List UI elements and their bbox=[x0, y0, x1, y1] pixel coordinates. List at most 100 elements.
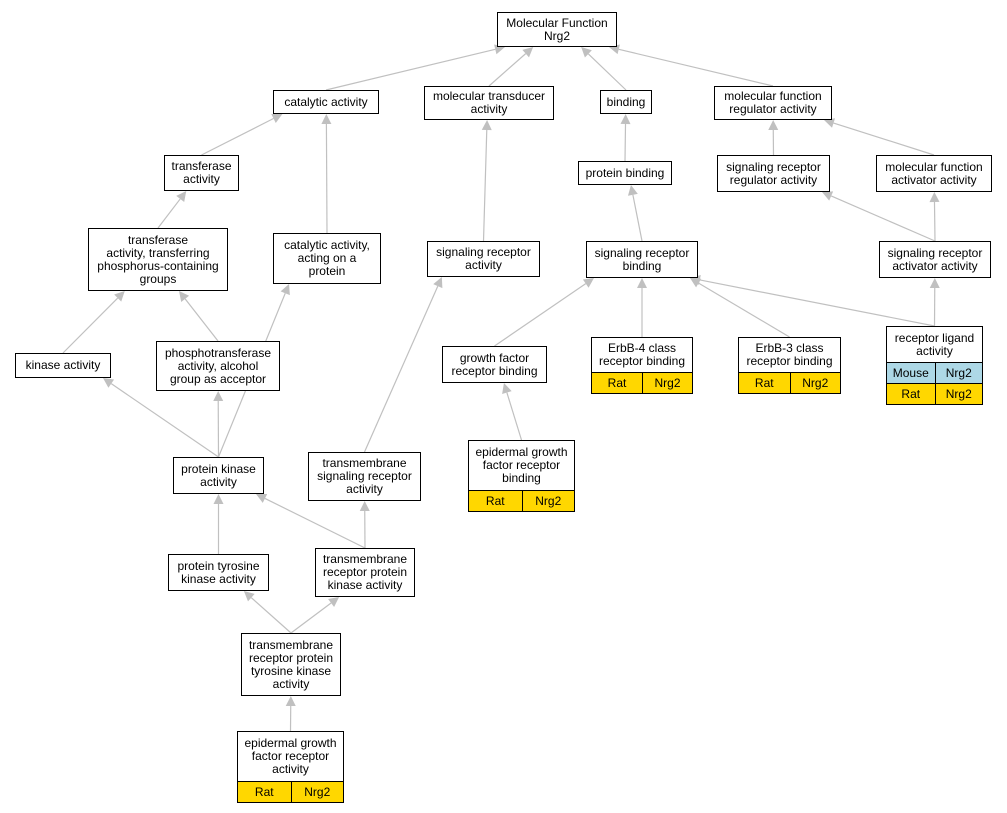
arrowhead-icon bbox=[103, 378, 115, 388]
edge-catalytic-to-mf bbox=[325, 48, 496, 91]
annotation-species[interactable]: Rat bbox=[739, 373, 790, 393]
go-term-transducer[interactable]: molecular transducer activity bbox=[424, 86, 554, 120]
go-term-ptk[interactable]: protein tyrosine kinase activity bbox=[168, 554, 269, 591]
edge-catalytic-protein-to-catalytic bbox=[325, 123, 328, 234]
go-term-protein-kinase[interactable]: protein kinase activity bbox=[173, 457, 264, 494]
edge-protein-binding-to-binding bbox=[624, 123, 627, 162]
annotation-species[interactable]: Mouse bbox=[887, 363, 935, 383]
go-term-kinase[interactable]: kinase activity bbox=[15, 353, 111, 378]
arrowhead-icon bbox=[824, 118, 836, 128]
edge-sr-activator-to-sr-regulator bbox=[830, 195, 936, 242]
arrowhead-icon bbox=[328, 597, 340, 607]
go-term-label: protein kinase activity bbox=[181, 461, 256, 489]
annotation-gene[interactable]: Nrg2 bbox=[789, 373, 840, 393]
go-term-catalytic-protein[interactable]: catalytic activity, acting on a protein bbox=[273, 233, 381, 284]
go-term-label: transferase activity, transferring phosp… bbox=[97, 232, 219, 286]
arrowhead-icon bbox=[637, 278, 647, 288]
edge-sr-binding-to-protein-binding bbox=[632, 194, 643, 242]
go-term-egf-binding[interactable]: epidermal growth factor receptor binding… bbox=[468, 440, 575, 512]
go-term-label: epidermal growth factor receptor activit… bbox=[244, 736, 337, 776]
edge-tm-rpk-to-protein-kinase bbox=[264, 497, 366, 549]
go-term-label: ErbB-3 class receptor binding bbox=[746, 341, 833, 368]
edge-ligand-to-sr-binding bbox=[699, 279, 935, 327]
go-term-regulator[interactable]: molecular function regulator activity bbox=[714, 86, 832, 120]
arrowhead-icon bbox=[280, 284, 290, 296]
go-term-label: transmembrane receptor protein kinase ac… bbox=[322, 552, 408, 592]
go-term-label: signaling receptor binding bbox=[594, 245, 690, 273]
annotation-species[interactable]: Rat bbox=[887, 384, 935, 404]
go-term-label: molecular transducer activity bbox=[432, 89, 546, 116]
go-term-sr-activity[interactable]: signaling receptor activity bbox=[427, 241, 540, 277]
go-term-mf-activator[interactable]: molecular function activator activity bbox=[876, 155, 992, 192]
go-term-label: signaling receptor regulator activity bbox=[726, 159, 821, 187]
annotation-gene[interactable]: Nrg2 bbox=[934, 384, 982, 404]
annotation-species[interactable]: Rat bbox=[238, 782, 291, 802]
go-term-label: protein binding bbox=[585, 165, 665, 180]
annotation-gene[interactable]: Nrg2 bbox=[934, 363, 982, 383]
arrowhead-icon bbox=[114, 291, 125, 302]
arrowhead-icon bbox=[522, 47, 534, 58]
go-term-protein-binding[interactable]: protein binding bbox=[578, 161, 672, 185]
go-term-tm-rpk[interactable]: transmembrane receptor protein kinase ac… bbox=[315, 548, 415, 597]
go-term-label: receptor ligand activity bbox=[894, 330, 975, 358]
arrowhead-icon bbox=[582, 278, 594, 288]
edge-tm-rptk-to-ptk bbox=[250, 597, 292, 634]
annotation-gene[interactable]: Nrg2 bbox=[642, 373, 692, 393]
go-term-transferase-phospho[interactable]: transferase activity, transferring phosp… bbox=[88, 228, 228, 291]
annotation-gene[interactable]: Nrg2 bbox=[290, 782, 343, 802]
edge-kinase-to-transferase-phospho bbox=[62, 297, 119, 354]
annotation-gene[interactable]: Nrg2 bbox=[521, 491, 574, 511]
go-term-label: binding bbox=[606, 94, 646, 109]
arrowhead-icon bbox=[929, 278, 940, 289]
arrowhead-icon bbox=[213, 391, 224, 402]
go-term-binding[interactable]: binding bbox=[600, 90, 652, 114]
annotation-species[interactable]: Rat bbox=[592, 373, 642, 393]
edge-sr-activator-to-mf-activator bbox=[933, 201, 936, 242]
edge-transferase-to-catalytic bbox=[201, 117, 274, 156]
go-term-label: molecular function activator activity bbox=[885, 159, 983, 187]
edge-gf-binding-to-sr-binding bbox=[494, 283, 587, 347]
go-term-mf[interactable]: Molecular Function Nrg2 bbox=[497, 12, 617, 47]
go-term-phosphotransferase[interactable]: phosphotransferase activity, alcohol gro… bbox=[156, 341, 280, 391]
go-term-label: protein tyrosine kinase activity bbox=[177, 558, 260, 586]
go-term-label: signaling receptor activator activity bbox=[887, 245, 983, 273]
go-term-tm-rptk[interactable]: transmembrane receptor protein tyrosine … bbox=[241, 633, 341, 696]
go-term-catalytic[interactable]: catalytic activity bbox=[273, 90, 379, 114]
edge-binding-to-mf bbox=[587, 53, 627, 91]
go-term-gf-binding[interactable]: growth factor receptor binding bbox=[442, 346, 547, 383]
go-term-egfr[interactable]: epidermal growth factor receptor activit… bbox=[237, 731, 344, 803]
arrowhead-icon bbox=[213, 494, 224, 504]
edge-sr-activity-to-transducer bbox=[482, 129, 488, 242]
arrowhead-icon bbox=[481, 120, 492, 131]
arrowhead-icon bbox=[256, 493, 268, 503]
go-term-tm-signaling[interactable]: transmembrane signaling receptor activit… bbox=[308, 452, 421, 501]
go-term-label: molecular function regulator activity bbox=[724, 89, 822, 116]
arrowhead-icon bbox=[929, 192, 940, 203]
edge-tm-signaling-to-sr-activity bbox=[363, 285, 439, 453]
go-term-label: transmembrane signaling receptor activit… bbox=[317, 456, 412, 496]
arrowhead-icon bbox=[359, 501, 370, 512]
go-term-label: growth factor receptor binding bbox=[451, 350, 538, 378]
edge-transferase-phospho-to-transferase bbox=[157, 198, 181, 229]
go-term-label: catalytic activity, acting on a protein bbox=[284, 238, 370, 278]
go-term-transferase[interactable]: transferase activity bbox=[164, 155, 239, 191]
edge-regulator-to-mf bbox=[618, 48, 774, 87]
arrowhead-icon bbox=[581, 47, 592, 58]
go-term-sr-regulator[interactable]: signaling receptor regulator activity bbox=[717, 155, 830, 192]
arrowhead-icon bbox=[433, 277, 443, 289]
annotation-species[interactable]: Rat bbox=[469, 491, 522, 511]
go-term-label: Molecular Function Nrg2 bbox=[506, 15, 608, 43]
edge-egf-binding-to-gf-binding bbox=[506, 392, 523, 441]
go-term-label: ErbB-4 class receptor binding bbox=[598, 341, 686, 368]
go-term-sr-activator[interactable]: signaling receptor activator activity bbox=[879, 241, 991, 278]
go-term-label: transferase activity bbox=[171, 159, 232, 186]
go-term-sr-binding[interactable]: signaling receptor binding bbox=[586, 241, 698, 278]
